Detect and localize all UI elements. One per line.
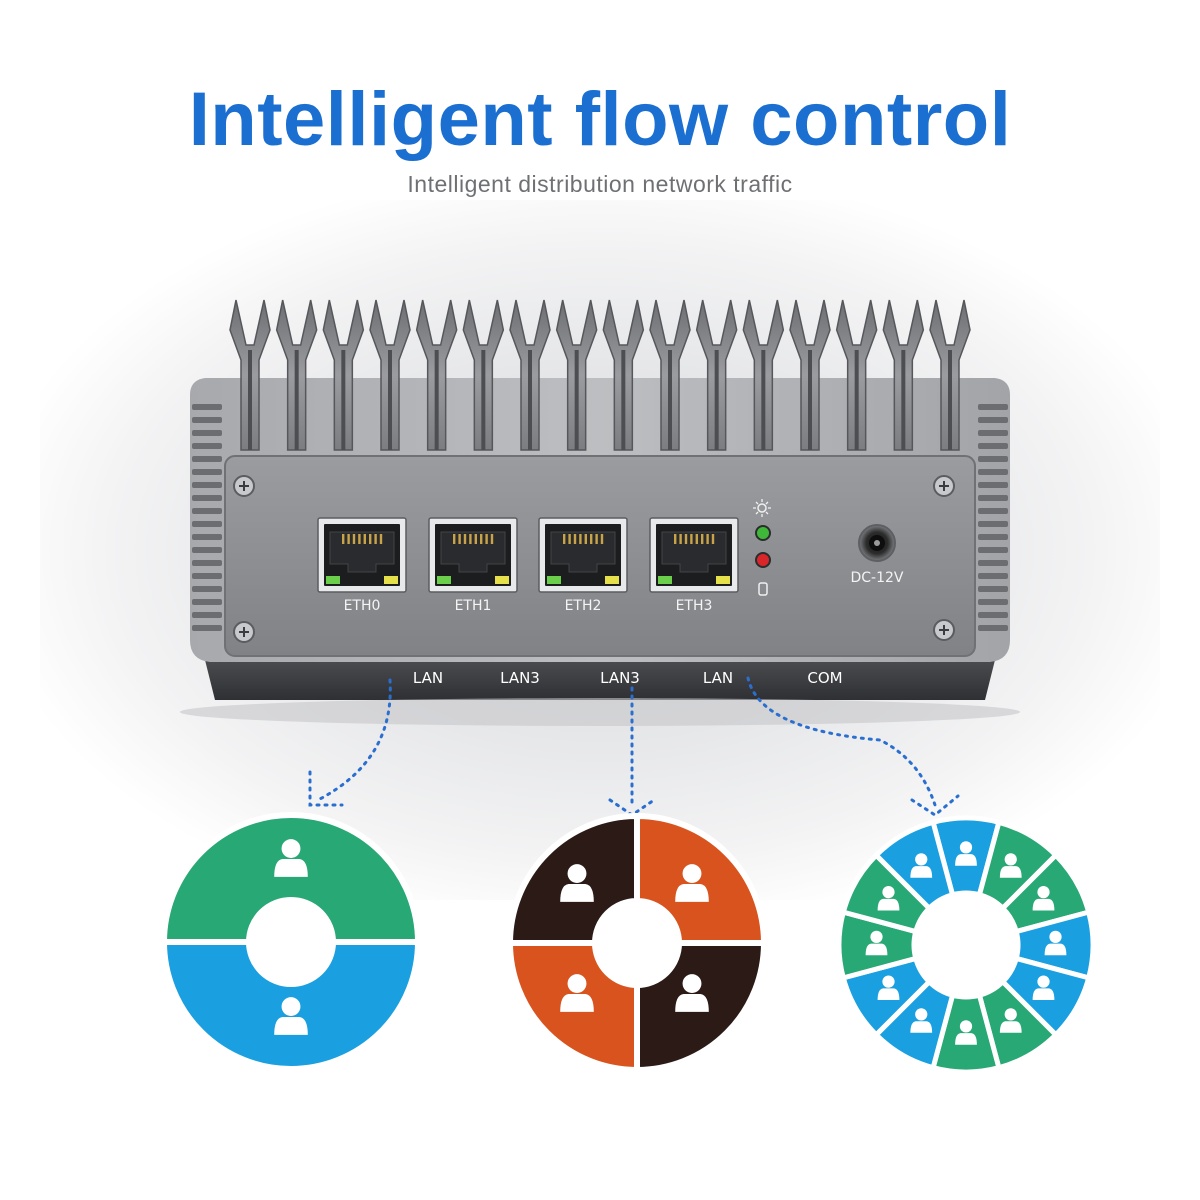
heatsink-fins xyxy=(229,299,971,451)
port-labels: ETH0 ETH1 ETH2 ETH3 xyxy=(344,598,713,614)
screw-icon xyxy=(933,619,955,641)
port-label-eth3: ETH3 xyxy=(676,598,713,614)
side-ridge xyxy=(978,495,1008,501)
fin-groove xyxy=(854,350,859,450)
fin-groove xyxy=(481,350,486,450)
side-ridge xyxy=(978,560,1008,566)
side-ridge xyxy=(192,573,222,579)
side-ridge xyxy=(192,586,222,592)
side-ridge xyxy=(192,599,222,605)
disk-icon xyxy=(758,582,768,596)
power-jack-icon[interactable] xyxy=(858,524,896,562)
side-ridge xyxy=(978,612,1008,618)
ethernet-port-icon[interactable] xyxy=(649,517,739,593)
ethernet-port-icon[interactable] xyxy=(428,517,518,593)
side-ridge xyxy=(978,547,1008,553)
side-ridge xyxy=(192,508,222,514)
twelve-segment-ring xyxy=(836,815,1096,1075)
side-ridges-left xyxy=(192,404,222,631)
rear-label: LAN xyxy=(703,669,733,687)
side-ridge xyxy=(978,469,1008,475)
rear-label: LAN3 xyxy=(500,669,540,687)
fin-groove xyxy=(528,350,532,450)
side-ridge xyxy=(192,404,222,410)
front-panel: ETH0 ETH1 ETH2 ETH3 DC-12V xyxy=(224,455,976,657)
fin-groove xyxy=(341,350,346,450)
side-ridge xyxy=(978,482,1008,488)
fin-groove xyxy=(668,350,672,450)
side-ridge xyxy=(978,521,1008,527)
status-led-red xyxy=(755,552,771,568)
power-label: DC-12V xyxy=(851,570,904,586)
side-ridge xyxy=(192,482,222,488)
side-ridge xyxy=(978,573,1008,579)
fin-groove xyxy=(621,350,626,450)
flow-arrows xyxy=(316,676,937,807)
two-segment-ring xyxy=(160,812,422,1072)
side-ridge xyxy=(192,469,222,475)
side-ridge xyxy=(192,495,222,501)
flow-arrow-left xyxy=(316,678,392,802)
ethernet-port-icon[interactable] xyxy=(317,517,407,593)
screw-icon xyxy=(933,475,955,497)
arrow-head-right xyxy=(910,794,960,817)
port-label-eth1: ETH1 xyxy=(455,598,492,614)
screw-icon xyxy=(233,475,255,497)
port-label-eth0: ETH0 xyxy=(344,598,381,614)
fin-groove xyxy=(574,350,579,450)
rear-label: LAN xyxy=(413,669,443,687)
screw-icon xyxy=(233,621,255,643)
side-ridge xyxy=(192,443,222,449)
ring-segment xyxy=(160,812,422,945)
fin-groove xyxy=(434,350,439,450)
rear-port-labels: LAN LAN3 LAN3 LAN COM xyxy=(413,669,843,687)
fin-groove xyxy=(714,350,719,450)
port-label-eth2: ETH2 xyxy=(565,598,602,614)
fin-groove xyxy=(248,350,252,450)
flow-arrow-right xyxy=(746,676,937,807)
arrow-head-left xyxy=(308,770,344,807)
side-ridge xyxy=(192,456,222,462)
fin-groove xyxy=(808,350,812,450)
side-ridge xyxy=(192,417,222,423)
side-ridge xyxy=(978,508,1008,514)
rear-label: LAN3 xyxy=(600,669,640,687)
fin-groove xyxy=(948,350,952,450)
light-icon xyxy=(753,499,771,517)
side-ridge xyxy=(978,534,1008,540)
rear-label: COM xyxy=(807,669,842,687)
side-ridge xyxy=(978,417,1008,423)
ethernet-port-icon[interactable] xyxy=(538,517,628,593)
side-ridge xyxy=(192,612,222,618)
side-ridge xyxy=(978,586,1008,592)
fin-groove xyxy=(901,350,906,450)
page-subtitle: Intelligent distribution network traffic xyxy=(407,171,793,197)
side-ridge xyxy=(978,443,1008,449)
side-ridge xyxy=(192,560,222,566)
side-ridge xyxy=(978,625,1008,631)
status-led-green xyxy=(755,525,771,541)
side-ridge xyxy=(978,456,1008,462)
fin-groove xyxy=(761,350,766,450)
arrow-heads xyxy=(308,770,960,817)
side-ridge xyxy=(192,625,222,631)
page-title: Intelligent flow control xyxy=(188,77,1012,162)
side-ridge xyxy=(192,430,222,436)
side-ridge xyxy=(192,521,222,527)
side-ridge xyxy=(192,547,222,553)
four-segment-ring xyxy=(506,812,768,1074)
side-ridge xyxy=(978,599,1008,605)
side-ridge xyxy=(192,534,222,540)
ring-segment xyxy=(634,812,768,946)
side-ridges-right xyxy=(978,404,1008,631)
ring-segment xyxy=(872,819,956,912)
fin-groove xyxy=(294,350,299,450)
fin-groove xyxy=(388,350,392,450)
side-ridge xyxy=(978,430,1008,436)
side-ridge xyxy=(978,404,1008,410)
